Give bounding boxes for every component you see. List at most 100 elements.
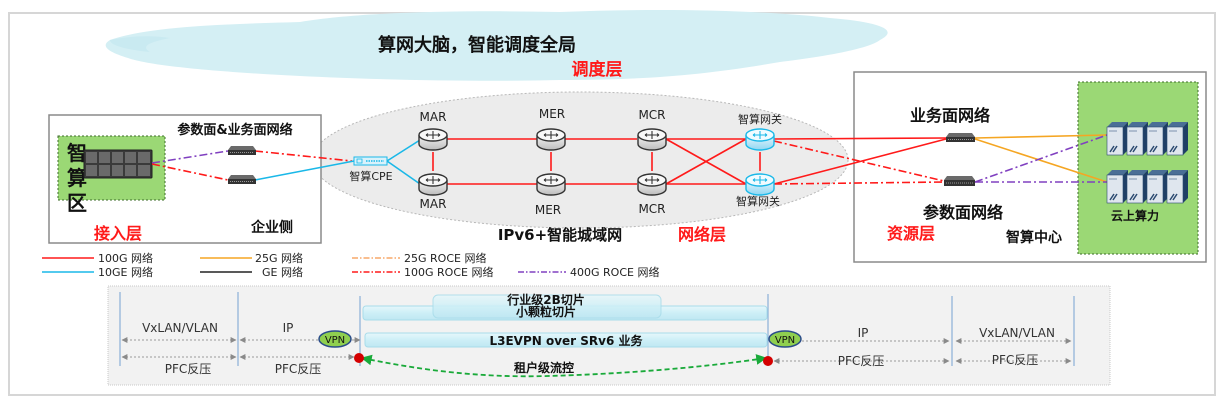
cloud-server-icon <box>1126 170 1148 204</box>
left-pfc-label-1: PFC反压 <box>165 362 212 376</box>
service-switch-icon <box>946 133 975 142</box>
mcr-top-router-icon <box>637 128 667 151</box>
access-switch-icon-2 <box>228 175 256 184</box>
resource-layer-label: 资源层 <box>887 224 935 243</box>
network-links <box>151 134 1108 185</box>
right-flow-endpoint <box>763 356 773 366</box>
legend-label: 100G 网络 <box>98 251 153 265</box>
link-25g-service-servers-top <box>974 134 1108 139</box>
link-100g-roce-server-switch2 <box>151 163 229 181</box>
mar-top-router-icon <box>418 128 448 151</box>
mar-bottom-label: MAR <box>420 197 447 211</box>
access-switch-group-label: 参数面&业务面网络 <box>177 122 292 138</box>
cloud-server-icon <box>1166 122 1188 156</box>
legend-label: 400G ROCE 网络 <box>570 265 659 279</box>
mer-top-router-icon <box>536 128 566 151</box>
legend-label: 25G 网络 <box>255 251 303 265</box>
gateway-top-label: 智算网关 <box>738 112 782 126</box>
left-outer-encap-label: VxLAN/VLAN <box>142 321 218 335</box>
access-layer-label: 接入层 <box>94 224 142 243</box>
param-network-label: 参数面网络 <box>923 203 1003 222</box>
link-10ge-cpe-mar-bottom <box>386 160 421 185</box>
legend-item: 10GE 网络 <box>42 265 153 279</box>
mar-top-label: MAR <box>420 110 447 124</box>
gateway-top-router-icon <box>745 128 775 151</box>
scheduling-cloud <box>105 10 888 81</box>
service-network-label: 业务面网络 <box>910 106 990 125</box>
right-vpn-label: VPN <box>775 335 795 346</box>
link-25g-service-servers-bottom <box>974 138 1108 183</box>
link-400g-roce-param-servers-top <box>974 134 1108 183</box>
mar-bottom-router-icon <box>418 173 448 196</box>
legend-label: GE 网络 <box>262 265 303 279</box>
cloud-compute-zone <box>1077 81 1199 255</box>
scheduling-title: 算网大脑，智能调度全局 <box>378 34 576 56</box>
cloud-server-icon <box>1106 170 1128 204</box>
legend-item: 100G ROCE 网络 <box>352 265 493 279</box>
link-100g-gw-bottom-service-switch <box>773 138 947 185</box>
l3evpn-label: L3EVPN over SRv6 业务 <box>489 333 643 348</box>
access-switch-icon-1 <box>228 146 256 155</box>
metro-network-name: IPv6+智能城域网 <box>498 226 622 244</box>
link-100g-mcr-bottom-gw-top <box>665 138 747 185</box>
tenant-flow-arrow <box>360 354 768 378</box>
cpe-label: 智算CPE <box>349 169 392 183</box>
cloud-compute-label: 云上算力 <box>1111 208 1159 223</box>
link-10ge-cpe-mar-top <box>386 139 421 162</box>
cpe-device-icon <box>353 156 388 166</box>
cloud-server-icon <box>1126 122 1148 156</box>
left-vpn-label: VPN <box>325 335 345 346</box>
mer-bottom-router-icon <box>536 173 566 196</box>
compute-zone-char-2: 算 <box>67 166 87 190</box>
metro-network-ellipse <box>311 91 849 229</box>
link-100g-roce-switch1-cpe <box>254 150 353 162</box>
right-ip-label: IP <box>858 326 869 340</box>
right-pfc-label-2: PFC反压 <box>992 353 1039 367</box>
left-pfc-label-2: PFC反压 <box>275 362 322 376</box>
mer-top-label: MER <box>539 107 565 121</box>
legend-item: 100G 网络 <box>42 251 153 265</box>
cloud-server-icon <box>1166 170 1188 204</box>
link-100g-gw-top-service-switch <box>773 137 947 140</box>
industry-slice-tube <box>432 294 662 319</box>
network-layer-label: 网络层 <box>678 225 726 244</box>
mer-bottom-label: MER <box>535 203 561 217</box>
link-400g-roce-server-switch1 <box>151 150 229 164</box>
legend-label: 100G ROCE 网络 <box>404 265 493 279</box>
left-flow-endpoint <box>354 353 364 363</box>
legend-item: 25G 网络 <box>200 251 303 265</box>
enterprise-side-label: 企业侧 <box>250 219 293 236</box>
scheduling-layer-label: 调度层 <box>572 59 623 80</box>
param-switch-icon <box>944 176 975 186</box>
mcr-top-label: MCR <box>638 108 665 122</box>
legend-item: GE 网络 <box>200 265 303 279</box>
mcr-bottom-router-icon <box>637 173 667 196</box>
right-outer-encap-label: VxLAN/VLAN <box>979 326 1055 340</box>
compute-zone-char-3: 区 <box>67 191 87 215</box>
gateway-bottom-label: 智算网关 <box>736 194 780 208</box>
gateway-bottom-router-icon <box>745 173 775 196</box>
legend-item: 400G ROCE 网络 <box>518 265 659 279</box>
fine-slice-label: 小颗粒切片 <box>516 304 576 319</box>
compute-server-icon <box>83 149 153 179</box>
legend-label: 25G ROCE 网络 <box>404 251 486 265</box>
cloud-server-icon <box>1106 122 1128 156</box>
right-pfc-label-1: PFC反压 <box>838 354 885 368</box>
link-100g-roce-gw-bottom-param-switch <box>773 181 945 185</box>
cloud-server-icon <box>1146 170 1168 204</box>
link-100g-roce-gw-top-param-switch <box>773 140 945 182</box>
tenant-flow-label: 租户级流控 <box>514 360 574 375</box>
compute-zone-char-1: 智 <box>67 141 87 165</box>
l3evpn-tube <box>364 332 768 348</box>
left-ip-label: IP <box>283 321 294 335</box>
legend-label: 10GE 网络 <box>98 265 153 279</box>
legend-item: 25G ROCE 网络 <box>352 251 486 265</box>
cloud-server-icon <box>1146 122 1168 156</box>
right-vpn-badge <box>768 330 802 348</box>
industry-slice-label: 行业级2B切片 <box>506 292 585 307</box>
datacenter-name: 智算中心 <box>1005 229 1062 246</box>
link-10ge-switch2-cpe <box>254 160 355 181</box>
mcr-bottom-label: MCR <box>638 202 665 216</box>
left-vpn-badge <box>318 330 352 348</box>
